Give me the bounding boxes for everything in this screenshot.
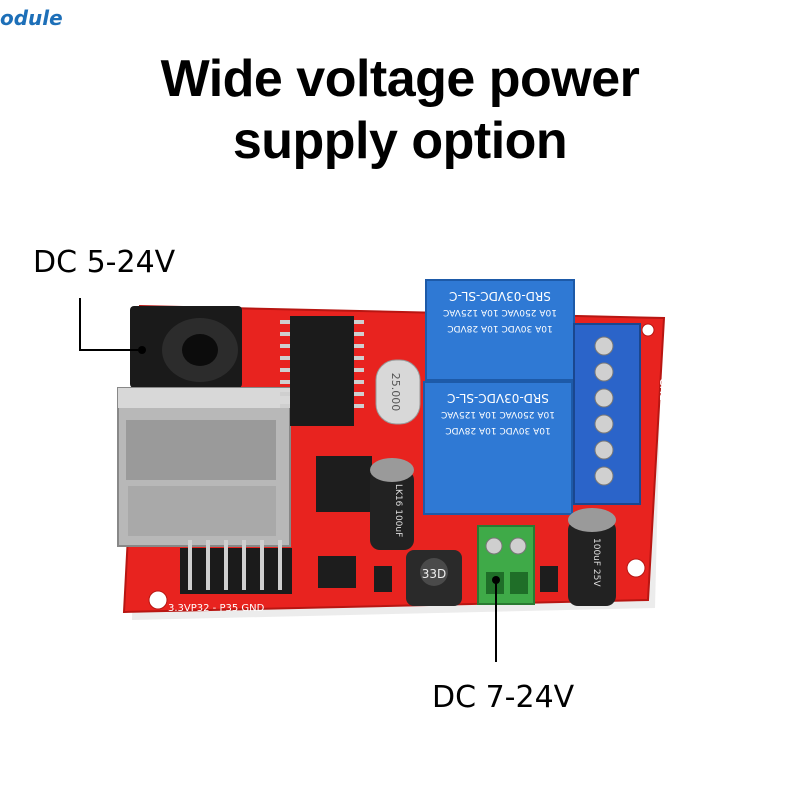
relay-2: [423, 381, 573, 515]
input-voltage-callout: DC 5-24V: [33, 245, 176, 280]
relay-1: [425, 279, 575, 381]
capacitor-left: [370, 470, 414, 550]
chip-main: [290, 316, 354, 426]
callout-line-top: [79, 298, 140, 351]
relay-2-spec-2: 10A 30VDC 10A 28VDC: [445, 425, 550, 435]
mount-hole-icon: [626, 558, 646, 578]
pin-header: [180, 548, 292, 594]
diode: [540, 566, 558, 592]
channel-2-label: CH2: [655, 548, 668, 571]
channel-1-label: CH1: [657, 378, 670, 401]
relay-2-spec-1: 10A 250VAC 10A 125VAC: [441, 409, 555, 419]
chip-small: [318, 556, 356, 588]
crystal-label: 25.000: [389, 373, 402, 412]
capacitor-left-label: LK16 100uF: [393, 484, 403, 537]
relay-2-label: SRD-03VDC-SL-C: [447, 391, 549, 405]
brand-logo-text: odule: [0, 6, 63, 30]
page-headline: Wide voltage power supply option: [0, 48, 800, 172]
relay-1-spec-1: 10A 250VAC 10A 125VAC: [443, 307, 557, 317]
chip-qfp: [316, 456, 372, 512]
diode: [374, 566, 392, 592]
terminal-voltage-callout: DC 7-24V: [432, 680, 575, 715]
relay-1-label: SRD-03VDC-SL-C: [449, 289, 551, 303]
capacitor-right-label: 100uF 25V: [591, 538, 601, 587]
mount-hole-icon: [641, 323, 655, 337]
mount-hole-icon: [148, 590, 168, 610]
pin-header-label: 3.3VP32 - P35 GND: [168, 603, 265, 614]
headline-line-2: supply option: [232, 112, 568, 170]
relay-1-spec-2: 10A 30VDC 10A 28VDC: [447, 323, 552, 333]
inductor-label: 33D: [422, 567, 447, 581]
crystal: [375, 359, 421, 425]
capacitor-right: [568, 520, 616, 606]
headline-line-1: Wide voltage power: [160, 50, 640, 108]
